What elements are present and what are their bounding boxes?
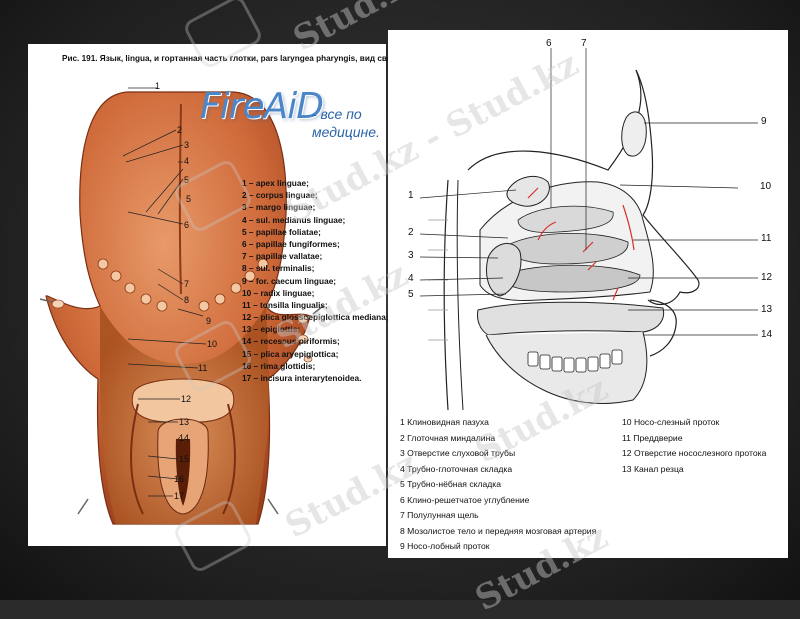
legend-item: 9 Носо-лобный проток — [400, 541, 490, 551]
legend-item: 3 – margo linguae; — [242, 202, 316, 213]
callout-number: 16 — [174, 474, 185, 484]
callout-number: 3 — [184, 140, 190, 150]
figure-caption: Рис. 191. Язык, lingua, и гортанная част… — [62, 54, 408, 63]
nasal-cavity-figure-panel: 6 7 9 1 10 2 11 3 12 4 5 13 14 1 Клинови… — [388, 30, 788, 558]
legend-item: 13 Канал резца — [622, 463, 684, 474]
callout-number: 13 — [179, 417, 190, 427]
callout-number: 4 — [184, 156, 190, 166]
legend-item: 11 Преддверие — [622, 432, 683, 443]
legend-item: 2 Глоточная миндалина — [400, 432, 496, 443]
callout-number: 12 — [761, 272, 773, 283]
legend-item: 13 – epiglottis; — [242, 324, 301, 335]
callout-number: 9 — [206, 316, 212, 326]
legend-item: 4 Трубно-глоточная складка — [400, 463, 513, 474]
logo-tagline-2: медицине. — [312, 124, 380, 140]
callout-number: 14 — [761, 329, 773, 340]
legend-item: 5 – papillae foliatae; — [242, 226, 321, 237]
logo-tagline-1: - все по — [312, 106, 362, 122]
callout-number: 9 — [761, 116, 767, 127]
callout-number: 10 — [207, 339, 218, 349]
tongue-figure-panel: Рис. 191. Язык, lingua, и гортанная част… — [28, 44, 407, 546]
callout-number: 7 — [581, 38, 587, 49]
nasal-legend-col2: 10 Носо-слезный проток 11 Преддверие 12 … — [622, 415, 766, 477]
legend-item: 7 Полулунная щель — [400, 510, 479, 520]
legend-item: 6 Клино-решетчатое углубление — [400, 494, 530, 505]
legend-item: 4 – sul. medianus linguae; — [242, 214, 346, 225]
legend-item: 12 Отверстие носослезного протока — [622, 448, 767, 458]
tongue-legend: 1 – apex linguae; 2 – corpus linguae; 3 … — [242, 177, 389, 384]
callout-number: 6 — [184, 220, 190, 230]
callout-number: 5 — [408, 289, 414, 300]
callout-number: 1 — [155, 81, 161, 91]
legend-item: 3 Отверстие слуховой трубы — [400, 448, 516, 458]
legend-item: 7 – papillae vallatae; — [242, 251, 323, 262]
legend-item: 8 Мозолистое тело и передняя мозговая ар… — [400, 525, 597, 536]
legend-item: 11 – tonsilla lingualis; — [242, 299, 328, 310]
callout-number: 7 — [184, 279, 190, 289]
callout-number: 17 — [174, 491, 185, 501]
legend-item: 10 – radix linguae; — [242, 287, 315, 298]
legend-item: 12 – plica glossoepiglottica mediana; — [242, 312, 389, 323]
legend-item: 16 – rima glottidis; — [242, 360, 316, 371]
callout-number: 15 — [179, 454, 190, 464]
callout-number: 13 — [761, 304, 773, 315]
callout-number: 11 — [198, 363, 208, 373]
callout-number: 12 — [181, 394, 192, 404]
nasal-cavity-illustration — [419, 48, 758, 411]
callout-number: 1 — [408, 190, 414, 201]
callout-number: 5 — [184, 175, 190, 185]
tongue-illustration — [39, 87, 324, 525]
logo-title: FireAiD — [200, 86, 324, 127]
legend-item: 6 – papillae fungiformes; — [242, 238, 340, 249]
nasal-legend-col1: 1 Клиновидная пазуха 2 Глоточная миндали… — [400, 415, 596, 555]
legend-item: 2 – corpus linguae; — [242, 190, 318, 201]
callout-number: 3 — [408, 250, 414, 261]
callout-number: 11 — [761, 233, 772, 244]
callout-number: 6 — [546, 38, 552, 49]
legend-item: 14 – recessus piriformis; — [242, 336, 340, 347]
legend-item: 15 – plica aryepiglottica; — [242, 348, 339, 359]
fireaid-logo: FireAiD - все по медицине. — [200, 86, 386, 162]
legend-item: 8 – sul. terminalis; — [242, 263, 315, 274]
callout-number: 14 — [179, 433, 190, 443]
legend-item: 5 Трубно-нёбная складка — [400, 479, 502, 489]
legend-item: 1 – apex linguae; — [242, 178, 309, 188]
callout-number: 8 — [184, 295, 190, 305]
legend-item: 1 Клиновидная пазуха — [400, 417, 489, 427]
callout-number: 5 — [186, 194, 192, 204]
callout-number: 4 — [408, 273, 414, 284]
callout-number: 10 — [760, 181, 772, 192]
callout-number: 2 — [177, 125, 183, 135]
legend-item: 17 – incisura interarytenoidea. — [242, 373, 362, 383]
legend-item: 9 – for. caecum linguae; — [242, 275, 337, 286]
legend-item: 10 Носо-слезный проток — [622, 417, 720, 427]
callout-number: 2 — [408, 227, 414, 238]
